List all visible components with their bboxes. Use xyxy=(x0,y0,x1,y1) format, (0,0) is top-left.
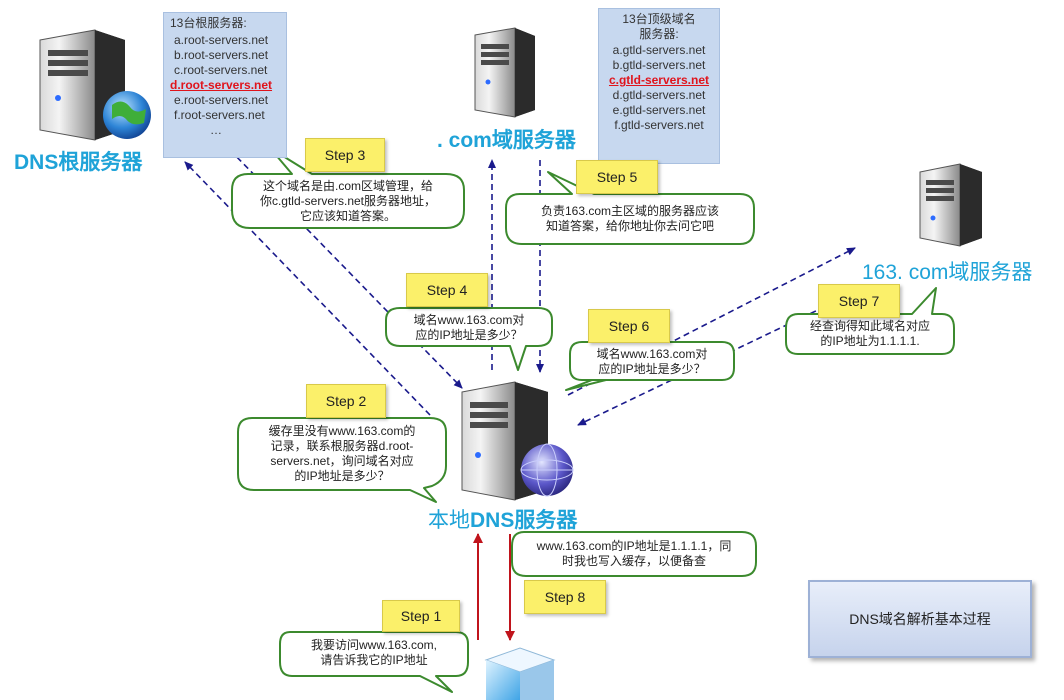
bubble-shape-step7 xyxy=(785,287,955,355)
step-8-label: Step 8 xyxy=(524,580,606,614)
bubble-step3-text: 这个域名是由.com区域管理，给 你c.gtld-servers.net服务器地… xyxy=(232,179,464,224)
tld-list-title-line2: 服务器: xyxy=(639,27,679,41)
local-label-strong: DNS服务器 xyxy=(470,509,578,532)
bubble-line: www.163.com的IP地址是1.1.1.1，同 xyxy=(536,539,732,553)
local-label-prefix: 本地 xyxy=(428,509,470,532)
root-list-item: f.root-servers.net xyxy=(174,108,265,122)
bubble-line: 域名www.163.com对 xyxy=(596,347,708,361)
root-server-label: DNS根服务器 xyxy=(14,151,143,174)
bubble-shape-step6 xyxy=(565,341,735,391)
bubble-line: 它应该知道答案。 xyxy=(299,209,396,223)
bubble-line: 知道答案，给你地址你去问它吧 xyxy=(545,219,714,233)
bubble-line: 经查询得知此域名对应 xyxy=(809,319,930,333)
tld-server-list: 13台顶级域名 服务器: a.gtld-servers.net b.gtld-s… xyxy=(598,8,720,164)
bubble-step8-text: www.163.com的IP地址是1.1.1.1，同 时我也写入缓存，以便备查 xyxy=(512,539,756,569)
tld-list-item-highlighted: c.gtld-servers.net xyxy=(608,73,710,87)
root-server-list: 13台根服务器: a.root-servers.net b.root-serve… xyxy=(163,12,287,158)
tld-list-item: f.gtld-servers.net xyxy=(614,118,704,132)
speech-bubbles xyxy=(231,147,955,693)
root-list-item: b.root-servers.net xyxy=(174,48,269,62)
root-list-item-highlighted: d.root-servers.net xyxy=(170,78,273,92)
bubble-shape-step5 xyxy=(505,171,755,245)
auth-server-label: 163. com域服务器 xyxy=(862,261,1033,284)
bubble-shape-step3 xyxy=(231,147,465,229)
bubble-line: 缓存里没有www.163.com的 xyxy=(268,424,416,438)
client-computer-icon xyxy=(484,647,556,700)
bubble-line: 的IP地址是多少？ xyxy=(294,469,390,483)
bubble-shape-step8 xyxy=(511,531,757,577)
root-list-title: 13台根服务器: xyxy=(170,16,247,30)
bubble-line: 我要访问www.163.com, xyxy=(310,638,438,652)
tld-server-icon xyxy=(474,27,535,118)
step-5-label: Step 5 xyxy=(576,160,658,194)
bubble-shape-step1 xyxy=(279,631,469,693)
bubble-step5-text: 负责163.com主区域的服务器应该 知道答案，给你地址你去问它吧 xyxy=(506,204,754,234)
root-server-icon xyxy=(39,29,151,141)
bubble-line: 应的IP地址是多少？ xyxy=(415,328,523,342)
step-4-label: Step 4 xyxy=(406,273,488,307)
root-list-item: c.root-servers.net xyxy=(174,63,268,77)
bubble-line: 时我也写入缓存，以便备查 xyxy=(561,554,706,568)
bubble-line: 的IP地址为1.1.1.1. xyxy=(820,334,920,348)
local-dns-server-label: 本地DNS服务器 xyxy=(428,504,577,534)
bubble-line: 你c.gtld-servers.net服务器地址， xyxy=(259,194,437,208)
bubble-line: 这个域名是由.com区域管理，给 xyxy=(262,179,433,193)
tld-list-title-line1: 13台顶级域名 xyxy=(622,12,696,26)
tld-list-item: d.gtld-servers.net xyxy=(612,88,706,102)
tld-list-item: b.gtld-servers.net xyxy=(612,58,706,72)
diagram-title: DNS域名解析基本过程 xyxy=(808,580,1032,658)
bubble-line: 负责163.com主区域的服务器应该 xyxy=(540,204,720,218)
tld-server-label: . com域服务器 xyxy=(437,129,576,152)
bubble-line: 域名www.163.com对 xyxy=(413,313,525,327)
tld-list-item: a.gtld-servers.net xyxy=(612,43,706,57)
tld-list-item: e.gtld-servers.net xyxy=(612,103,706,117)
step-1-label: Step 1 xyxy=(382,600,460,632)
bubble-step1-text: 我要访问www.163.com, 请告诉我它的IP地址 xyxy=(280,638,468,668)
bubble-shape-step4 xyxy=(385,307,553,371)
step-7-label: Step 7 xyxy=(818,284,900,318)
step-3-label: Step 3 xyxy=(305,138,385,172)
bubble-line: 记录，联系根服务器d.root- xyxy=(270,439,414,453)
bubble-shape-step2 xyxy=(237,417,447,503)
bubble-line: 应的IP地址是多少？ xyxy=(598,362,706,376)
bubble-step2-text: 缓存里没有www.163.com的 记录，联系根服务器d.root- serve… xyxy=(238,424,446,484)
bubble-step7-text: 经查询得知此域名对应 的IP地址为1.1.1.1. xyxy=(786,319,954,349)
bubble-step6-text: 域名www.163.com对 应的IP地址是多少？ xyxy=(570,347,734,377)
step-6-label: Step 6 xyxy=(588,309,670,343)
root-list-item: e.root-servers.net xyxy=(174,93,269,107)
client-arrows xyxy=(473,533,515,641)
step-2-label: Step 2 xyxy=(306,384,386,418)
bubble-step4-text: 域名www.163.com对 应的IP地址是多少？ xyxy=(386,313,552,343)
auth-server-icon xyxy=(919,163,982,247)
root-list-item: a.root-servers.net xyxy=(174,33,269,47)
root-list-ellipsis: … xyxy=(210,123,222,137)
local-dns-server-icon xyxy=(461,381,574,501)
bubble-line: servers.net，询问域名对应 xyxy=(270,454,414,468)
bubble-line: 请告诉我它的IP地址 xyxy=(320,653,428,667)
